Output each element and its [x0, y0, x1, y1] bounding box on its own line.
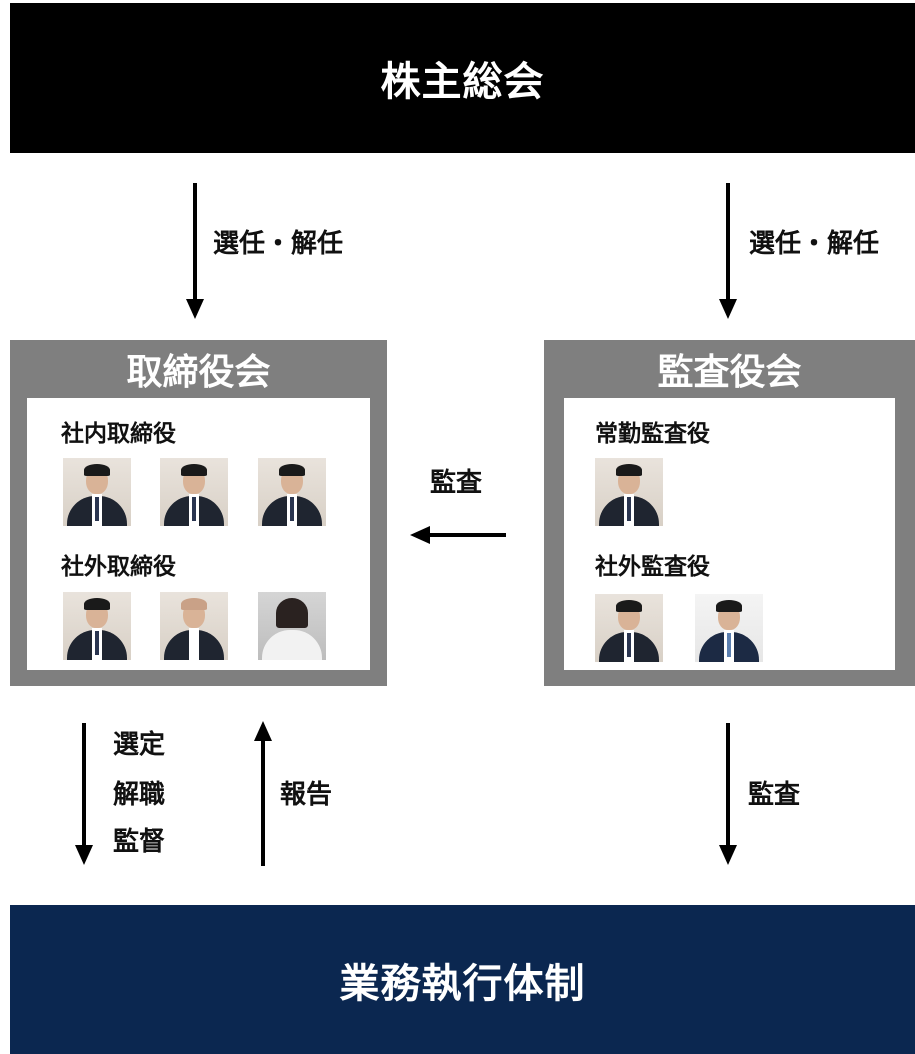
arrow-down-right-top — [716, 183, 740, 320]
elect-dismiss-label-left: 選任・解任 — [213, 229, 344, 259]
audit-label-bottom: 監査 — [748, 780, 801, 810]
external-auditor-photo-2 — [695, 594, 763, 662]
arrow-down-right-bottom — [716, 723, 740, 866]
fulltime-auditor-photo-1 — [595, 458, 663, 526]
elect-dismiss-label-right: 選任・解任 — [749, 229, 880, 259]
board-of-directors-title: 取締役会 — [126, 352, 271, 393]
audit-board: 監査役会 常勤監査役 社外監査役 — [544, 340, 915, 686]
external-director-photo-1 — [63, 592, 131, 660]
audit-board-panel: 常勤監査役 社外監査役 — [564, 398, 895, 670]
internal-director-photo-3 — [258, 458, 326, 526]
arrow-left-audit — [410, 524, 506, 546]
top-banner-label: 株主総会 — [380, 59, 545, 105]
board-of-directors-panel: 社内取締役 社外取締役 — [27, 398, 370, 670]
external-auditors-label: 社外監査役 — [595, 554, 710, 580]
internal-director-photo-2 — [160, 458, 228, 526]
arrow-up-report — [251, 721, 275, 866]
arrow-down-left-bottom — [72, 723, 96, 866]
top-banner-shareholders-meeting: 株主総会 — [10, 3, 915, 153]
audit-board-title: 監査役会 — [657, 352, 802, 393]
fulltime-auditor-label: 常勤監査役 — [595, 421, 710, 447]
report-label: 報告 — [280, 780, 333, 810]
external-directors-label: 社外取締役 — [61, 554, 176, 580]
bottom-banner-label: 業務執行体制 — [339, 960, 586, 1007]
select-dismiss-supervise-line-1: 選定 — [113, 730, 166, 760]
external-auditor-photo-1 — [595, 594, 663, 662]
internal-directors-label: 社内取締役 — [61, 421, 176, 447]
audit-label-middle: 監査 — [430, 468, 483, 498]
external-director-photo-3 — [258, 592, 326, 660]
internal-director-photo-1 — [63, 458, 131, 526]
select-dismiss-supervise-line-3: 監督 — [113, 827, 166, 857]
board-of-directors: 取締役会 社内取締役 社外取締役 — [10, 340, 387, 686]
bottom-banner-business-execution: 業務執行体制 — [10, 905, 915, 1054]
external-director-photo-2 — [160, 592, 228, 660]
arrow-down-left-top — [183, 183, 207, 320]
select-dismiss-supervise-line-2: 解職 — [113, 780, 166, 810]
